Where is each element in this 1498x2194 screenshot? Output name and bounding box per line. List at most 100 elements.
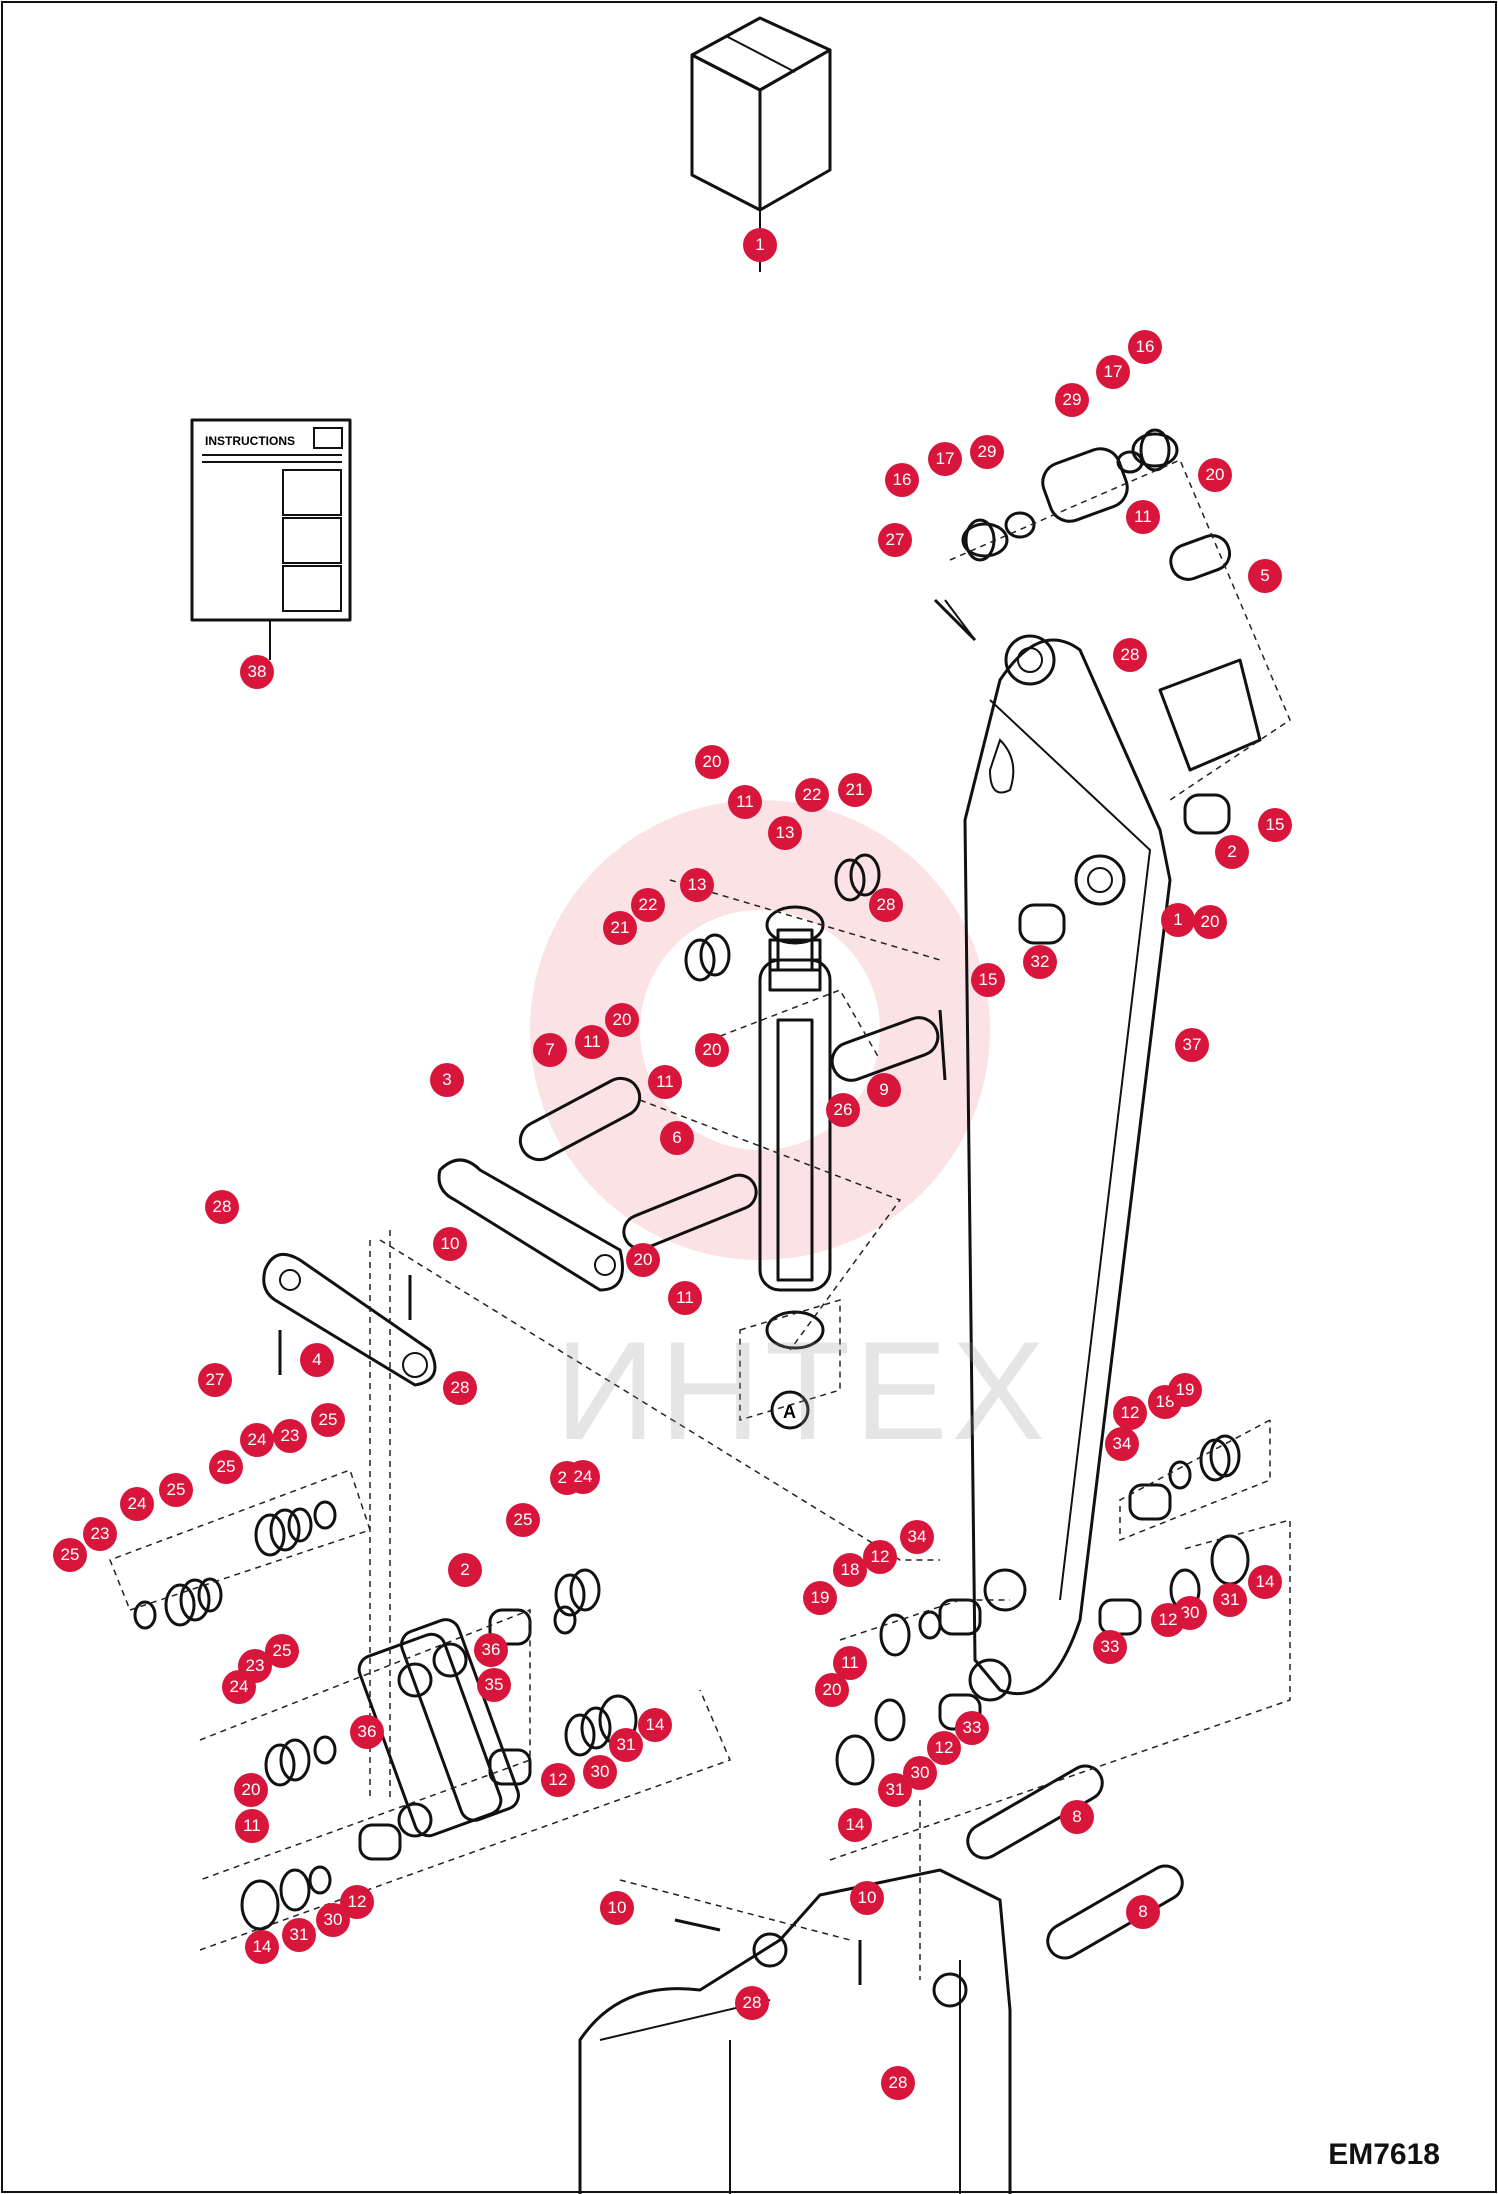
part-callout-19[interactable]: 19	[1168, 1373, 1202, 1407]
part-callout-22[interactable]: 22	[795, 778, 829, 812]
part-callout-28[interactable]: 28	[735, 1986, 769, 2020]
part-callout-23[interactable]: 23	[83, 1517, 117, 1551]
part-callout-10[interactable]: 10	[850, 1881, 884, 1915]
part-callout-20[interactable]: 20	[815, 1673, 849, 1707]
part-callout-8[interactable]: 8	[1060, 1800, 1094, 1834]
bottom-link-frame	[357, 1618, 520, 1838]
part-callout-33[interactable]: 33	[1093, 1630, 1127, 1664]
part-callout-25[interactable]: 25	[53, 1538, 87, 1572]
part-callout-31[interactable]: 31	[1213, 1583, 1247, 1617]
part-callout-28[interactable]: 28	[881, 2066, 915, 2100]
part-callout-38[interactable]: 38	[240, 655, 274, 689]
part-callout-12[interactable]: 12	[863, 1540, 897, 1574]
part-callout-3[interactable]: 3	[430, 1063, 464, 1097]
part-callout-20[interactable]: 20	[1193, 905, 1227, 939]
part-callout-28[interactable]: 28	[443, 1371, 477, 1405]
part-callout-34[interactable]: 34	[900, 1520, 934, 1554]
part-callout-6[interactable]: 6	[660, 1121, 694, 1155]
part-callout-12[interactable]: 12	[1113, 1396, 1147, 1430]
watermark-text: ИНТЕХ	[555, 1312, 1050, 1469]
part-callout-13[interactable]: 13	[768, 816, 802, 850]
part-callout-24[interactable]: 24	[240, 1423, 274, 1457]
part-callout-37[interactable]: 37	[1175, 1028, 1209, 1062]
part-callout-17[interactable]: 17	[1096, 355, 1130, 389]
part-callout-27[interactable]: 27	[198, 1363, 232, 1397]
part-callout-32[interactable]: 32	[1023, 945, 1057, 979]
part-callout-30[interactable]: 30	[583, 1755, 617, 1789]
part-callout-24[interactable]: 24	[222, 1670, 256, 1704]
part-callout-16[interactable]: 16	[885, 463, 919, 497]
boom-arm	[963, 634, 1172, 1702]
part-callout-4[interactable]: 4	[300, 1343, 334, 1377]
part-callout-12[interactable]: 12	[927, 1731, 961, 1765]
part-callout-20[interactable]: 20	[695, 1033, 729, 1067]
part-callout-20[interactable]: 20	[1198, 458, 1232, 492]
hydraulic-cylinder	[739, 905, 841, 1430]
part-callout-22[interactable]: 22	[631, 888, 665, 922]
part-callout-33[interactable]: 33	[955, 1711, 989, 1745]
part-callout-36[interactable]: 36	[350, 1715, 384, 1749]
part-callout-15[interactable]: 15	[971, 963, 1005, 997]
part-callout-30[interactable]: 30	[316, 1903, 350, 1937]
part-callout-1[interactable]: 1	[743, 228, 777, 262]
part-callout-20[interactable]: 20	[626, 1243, 660, 1277]
part-callout-18[interactable]: 18	[833, 1553, 867, 1587]
part-callout-36[interactable]: 36	[474, 1633, 508, 1667]
part-callout-2[interactable]: 2	[448, 1553, 482, 1587]
part-callout-14[interactable]: 14	[1248, 1565, 1282, 1599]
part-callout-21[interactable]: 21	[838, 773, 872, 807]
part-callout-23[interactable]: 23	[273, 1419, 307, 1453]
part-callout-13[interactable]: 13	[680, 868, 714, 902]
part-callout-10[interactable]: 10	[600, 1891, 634, 1925]
part-callout-12[interactable]: 12	[1151, 1603, 1185, 1637]
part-callout-10[interactable]: 10	[433, 1227, 467, 1261]
part-callout-24[interactable]: 24	[566, 1460, 600, 1494]
part-callout-11[interactable]: 11	[575, 1025, 609, 1059]
part-callout-25[interactable]: 25	[209, 1450, 243, 1484]
part-callout-15[interactable]: 15	[1258, 808, 1292, 842]
part-callout-20[interactable]: 20	[695, 745, 729, 779]
part-callout-28[interactable]: 28	[869, 888, 903, 922]
part-callout-11[interactable]: 11	[235, 1809, 269, 1843]
part-callout-26[interactable]: 26	[826, 1093, 860, 1127]
part-callout-9[interactable]: 9	[867, 1073, 901, 1107]
part-callout-16[interactable]: 16	[1128, 330, 1162, 364]
part-callout-25[interactable]: 25	[265, 1634, 299, 1668]
part-callout-5[interactable]: 5	[1248, 559, 1282, 593]
part-callout-25[interactable]: 25	[506, 1503, 540, 1537]
part-callout-14[interactable]: 14	[245, 1930, 279, 1964]
part-callout-28[interactable]: 28	[205, 1190, 239, 1224]
part-callout-20[interactable]: 20	[234, 1773, 268, 1807]
part-callout-25[interactable]: 25	[159, 1473, 193, 1507]
bushings	[358, 793, 1231, 1861]
part-callout-2[interactable]: 2	[1215, 835, 1249, 869]
part-callout-11[interactable]: 11	[728, 785, 762, 819]
part-callout-35[interactable]: 35	[477, 1668, 511, 1702]
part-callout-12[interactable]: 12	[541, 1763, 575, 1797]
part-callout-27[interactable]: 27	[878, 523, 912, 557]
instructions-sheet	[190, 418, 352, 660]
part-callout-19[interactable]: 19	[803, 1581, 837, 1615]
part-callout-21[interactable]: 21	[603, 911, 637, 945]
part-callout-14[interactable]: 14	[838, 1808, 872, 1842]
part-callout-31[interactable]: 31	[609, 1728, 643, 1762]
part-callout-7[interactable]: 7	[533, 1033, 567, 1067]
part-callout-1[interactable]: 1	[1161, 903, 1195, 937]
part-callout-29[interactable]: 29	[970, 435, 1004, 469]
part-callout-25[interactable]: 25	[311, 1403, 345, 1437]
part-callout-20[interactable]: 20	[605, 1003, 639, 1037]
part-callout-8[interactable]: 8	[1126, 1895, 1160, 1929]
part-callout-11[interactable]: 11	[668, 1281, 702, 1315]
pins	[518, 1016, 1184, 1960]
part-callout-29[interactable]: 29	[1055, 383, 1089, 417]
part-callout-11[interactable]: 11	[1126, 500, 1160, 534]
part-callout-31[interactable]: 31	[282, 1918, 316, 1952]
bucket	[578, 1868, 1012, 2194]
part-callout-28[interactable]: 28	[1113, 638, 1147, 672]
part-callout-17[interactable]: 17	[928, 442, 962, 476]
part-callout-14[interactable]: 14	[638, 1708, 672, 1742]
part-callout-24[interactable]: 24	[120, 1487, 154, 1521]
part-callout-34[interactable]: 34	[1105, 1427, 1139, 1461]
part-callout-31[interactable]: 31	[878, 1773, 912, 1807]
part-callout-11[interactable]: 11	[648, 1065, 682, 1099]
